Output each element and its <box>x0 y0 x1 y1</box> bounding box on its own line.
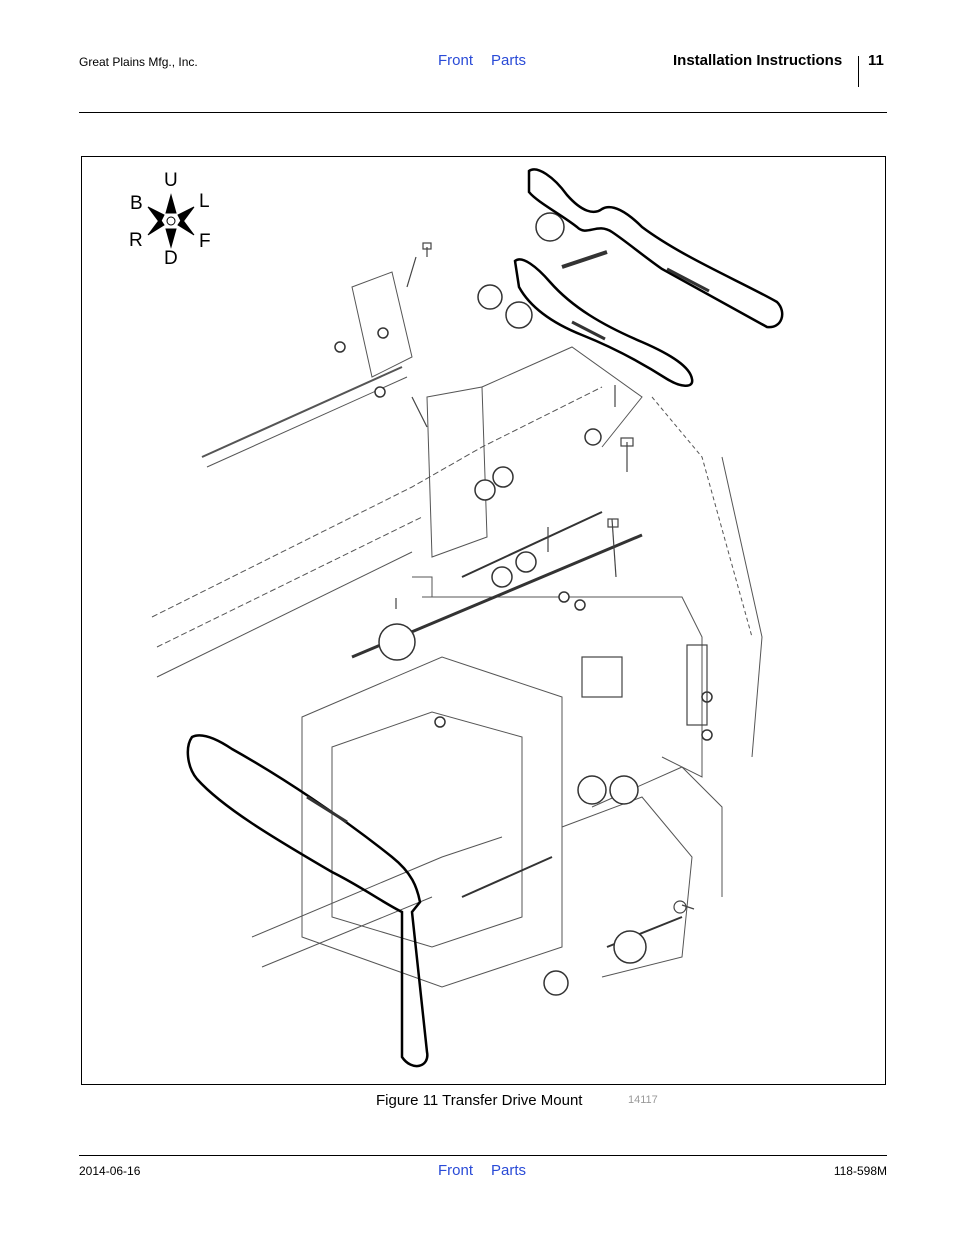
sprocket-mid-b <box>609 775 639 805</box>
transfer-drive-drawing: U B L R F D <box>129 168 784 1068</box>
chain-links <box>306 267 710 824</box>
figure-caption: Figure 11 Transfer Drive Mount <box>376 1092 583 1109</box>
compass-right: R <box>129 230 143 251</box>
sprocket-right-lower <box>613 930 647 964</box>
compass-down: D <box>164 248 178 269</box>
footer-parts-link[interactable]: Parts <box>491 1162 527 1179</box>
footer-front-link[interactable]: Front <box>438 1162 474 1179</box>
header-front-link[interactable]: Front <box>438 52 474 69</box>
figure-frame: U B L R F D <box>81 156 886 1085</box>
chain-loops <box>186 168 784 1068</box>
chain-loop-middle <box>513 258 694 387</box>
sprocket-upper-right <box>535 212 565 242</box>
sprocket-bottom <box>543 970 569 996</box>
sprocket-small <box>584 428 602 446</box>
shafts <box>351 250 683 948</box>
footer-rule <box>79 1155 887 1156</box>
hardware <box>395 242 708 914</box>
page-number: 11 <box>868 52 884 69</box>
direction-compass <box>147 193 195 249</box>
compass-front: F <box>199 231 211 252</box>
sprocket-upper-mid <box>505 301 533 329</box>
section-title: Installation Instructions <box>673 52 843 69</box>
frame-outline <box>151 271 763 988</box>
compass-left: L <box>199 191 210 212</box>
sprocket-left <box>378 623 416 661</box>
company-name: Great Plains Mfg., Inc. <box>79 55 198 69</box>
document-date: 2014-06-16 <box>79 1164 141 1178</box>
chain-loop-upper <box>527 168 784 329</box>
figure-number: 14117 <box>628 1094 658 1106</box>
header-rule <box>79 112 887 113</box>
header-separator <box>858 56 859 87</box>
sprockets <box>334 212 713 996</box>
chain-loop-lower <box>186 734 429 1068</box>
compass-back: B <box>130 193 143 214</box>
header-parts-link[interactable]: Parts <box>491 52 527 69</box>
sprocket-mid-a <box>577 775 607 805</box>
sprocket-upper-left <box>477 284 503 310</box>
document-number: 118-598M <box>833 1164 887 1178</box>
compass-up: U <box>164 170 178 191</box>
